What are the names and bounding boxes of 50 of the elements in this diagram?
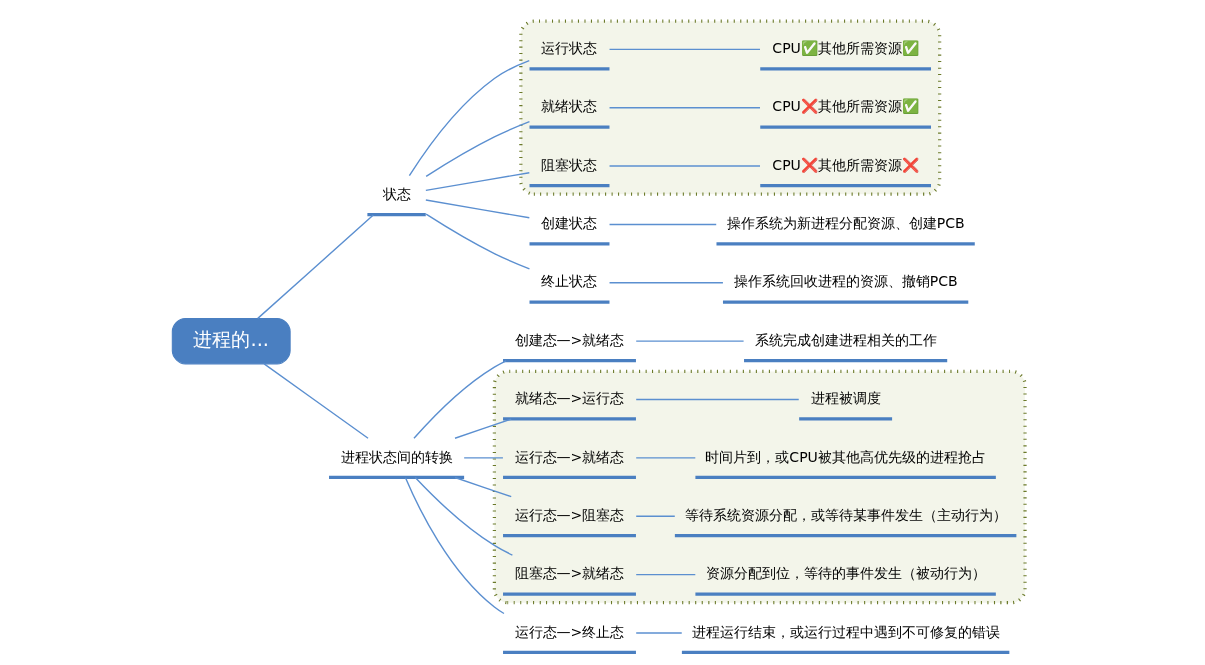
connector bbox=[256, 214, 374, 320]
node-text: 就绪态—>运行态 bbox=[514, 390, 624, 407]
node-text: 进程状态间的转换 bbox=[340, 448, 453, 465]
node-text: 时间片到，或CPU被其他高优先级的进程抢占 bbox=[704, 448, 986, 465]
connector bbox=[608, 223, 717, 226]
node-text: 进程运行结束，或运行过程中遇到不可修复的错误 bbox=[691, 623, 1000, 640]
node-text: 创建状态 bbox=[541, 215, 597, 232]
connector bbox=[635, 515, 675, 517]
connector bbox=[608, 107, 761, 109]
node-text: 终止状态 bbox=[541, 273, 597, 290]
connector bbox=[412, 360, 507, 440]
connector bbox=[262, 363, 369, 439]
node-box: 进程的... bbox=[171, 317, 291, 365]
connector bbox=[424, 213, 530, 270]
node-text: 等待系统资源分配，或等待某事件发生（主动行为） bbox=[684, 506, 1007, 523]
cluster bbox=[492, 369, 1027, 605]
connector bbox=[424, 199, 530, 219]
connector bbox=[608, 282, 724, 284]
node-text: 操作系统回收进程的资源、撤销PCB bbox=[733, 273, 958, 290]
connector bbox=[608, 165, 761, 167]
connector bbox=[424, 120, 530, 177]
node-text: 就绪状态 bbox=[541, 98, 597, 115]
node-text: 状态 bbox=[382, 185, 411, 202]
connector bbox=[635, 573, 696, 576]
node-text: 运行态—>终止态 bbox=[514, 623, 624, 640]
node-text: 系统完成创建进程相关的工作 bbox=[754, 331, 937, 348]
node-text: 创建态—>就绪态 bbox=[514, 331, 624, 348]
node-text: 阻塞状态 bbox=[541, 156, 597, 173]
connector bbox=[424, 172, 530, 192]
connector bbox=[453, 418, 512, 439]
connector bbox=[635, 398, 799, 401]
node-text: CPU❌其他所需资源❌ bbox=[771, 156, 919, 173]
connector bbox=[404, 477, 505, 615]
cluster bbox=[518, 19, 941, 196]
connector bbox=[635, 457, 696, 459]
node-text: 运行态—>就绪态 bbox=[514, 448, 624, 465]
node-text: CPU✅其他所需资源✅ bbox=[771, 40, 919, 57]
node-text: 进程被调度 bbox=[810, 390, 881, 407]
connector bbox=[408, 59, 530, 177]
connector bbox=[462, 457, 504, 459]
node-text: 运行状态 bbox=[541, 40, 597, 57]
connector bbox=[635, 632, 682, 634]
connector bbox=[635, 340, 744, 342]
node-text: 运行态—>阻塞态 bbox=[514, 506, 624, 523]
node-text: 操作系统为新进程分配资源、创建PCB bbox=[726, 215, 965, 232]
node-text: CPU❌其他所需资源✅ bbox=[771, 98, 919, 115]
node-text: 阻塞态—>就绪态 bbox=[514, 565, 624, 582]
connector bbox=[608, 48, 761, 51]
connector bbox=[453, 476, 512, 498]
node-text: 资源分配到位，等待的事件发生（被动行为） bbox=[705, 565, 986, 582]
